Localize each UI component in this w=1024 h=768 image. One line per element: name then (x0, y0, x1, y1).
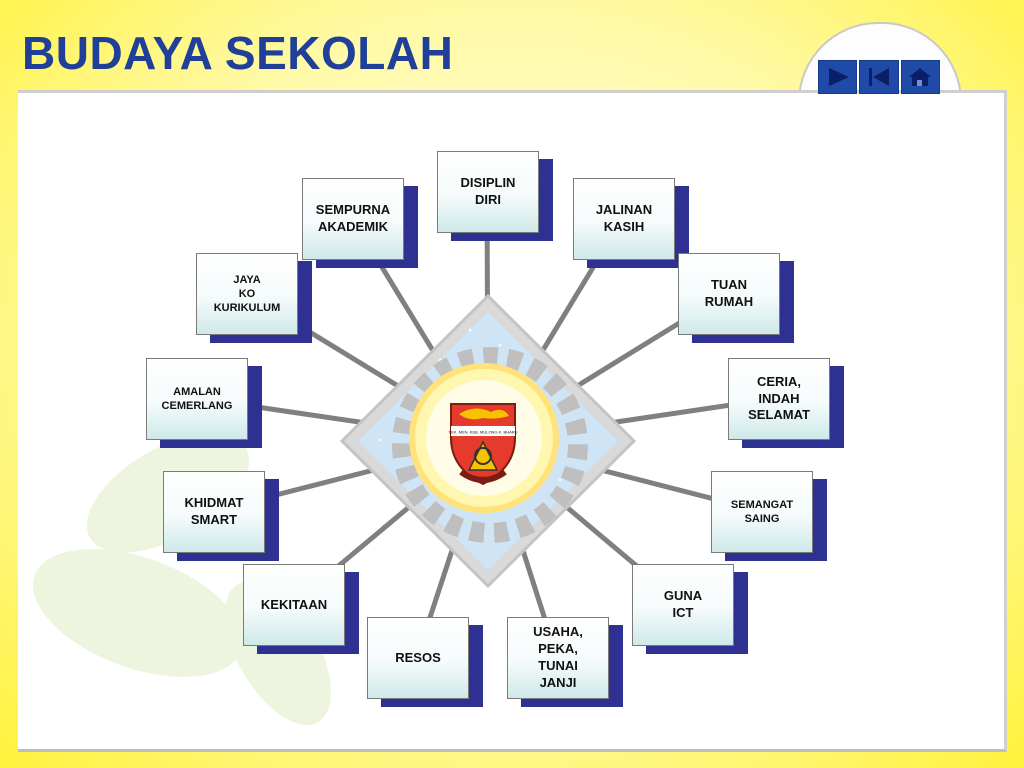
node-label: JAYA KO KURIKULUM (196, 253, 298, 335)
node-label: JALINAN KASIH (573, 178, 675, 260)
node-label: USAHA, PEKA, TUNAI JANJI (507, 617, 609, 699)
play-icon (828, 68, 849, 86)
value-node: SEMPURNA AKADEMIK (302, 178, 418, 268)
value-node: RESOS (367, 617, 483, 707)
home-button[interactable] (900, 60, 940, 94)
node-label: DISIPLIN DIRI (437, 151, 539, 233)
value-node: KEKITAAN (243, 564, 359, 654)
value-node: AMALAN CEMERLANG (146, 358, 262, 448)
value-node: KHIDMAT SMART (163, 471, 279, 561)
node-label: RESOS (367, 617, 469, 699)
node-label: CERIA, INDAH SELAMAT (728, 358, 830, 440)
page-title: BUDAYA SEKOLAH (22, 27, 454, 79)
school-crest-icon: SEK. MEN. KEB. MULONG K. BHARU (448, 403, 518, 486)
value-node: USAHA, PEKA, TUNAI JANJI (507, 617, 623, 707)
value-node: JALINAN KASIH (573, 178, 689, 268)
node-label: GUNA ICT (632, 564, 734, 646)
home-icon (909, 68, 932, 86)
value-node: DISIPLIN DIRI (437, 151, 553, 241)
value-node: GUNA ICT (632, 564, 748, 654)
value-node: CERIA, INDAH SELAMAT (728, 358, 844, 448)
next-button[interactable] (818, 60, 858, 94)
node-label: KEKITAAN (243, 564, 345, 646)
node-label: KHIDMAT SMART (163, 471, 265, 553)
skip-back-icon (868, 68, 889, 86)
previous-button[interactable] (859, 60, 899, 94)
node-label: TUAN RUMAH (678, 253, 780, 335)
value-node: SEMANGAT SAING (711, 471, 827, 561)
svg-text:SEK. MEN. KEB. MULONG K. BHARU: SEK. MEN. KEB. MULONG K. BHARU (448, 430, 517, 435)
node-label: SEMPURNA AKADEMIK (302, 178, 404, 260)
node-label: AMALAN CEMERLANG (146, 358, 248, 440)
value-node: TUAN RUMAH (678, 253, 794, 343)
value-node: JAYA KO KURIKULUM (196, 253, 312, 343)
slide-navigation (818, 60, 940, 94)
node-label: SEMANGAT SAING (711, 471, 813, 553)
